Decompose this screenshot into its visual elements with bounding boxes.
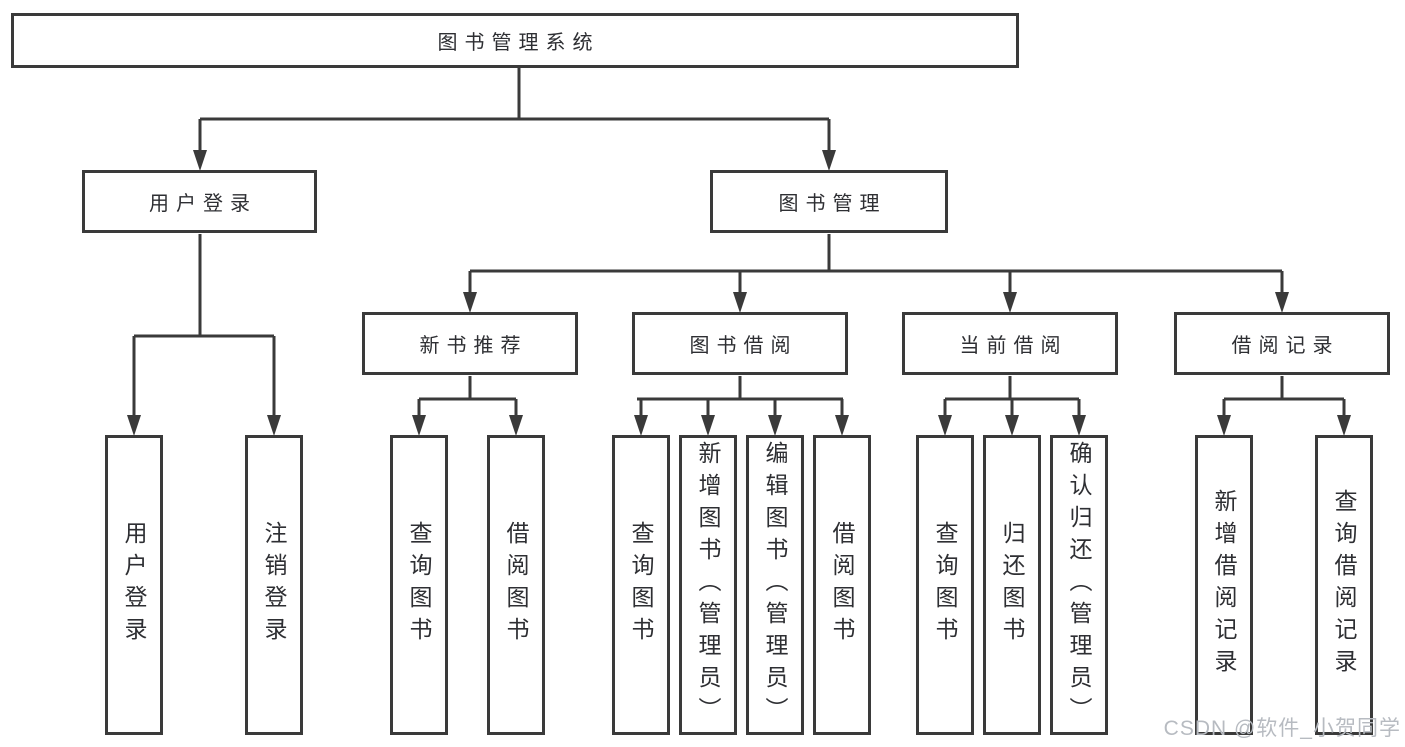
leaf-confirm-return-admin: 确认归还（管理员）: [1050, 435, 1108, 735]
leaf-add-borrow-record: 新增借阅记录: [1195, 435, 1253, 735]
node-new-book-recommendation: 新书推荐: [362, 312, 578, 375]
leaf-query-borrow-record: 查询借阅记录: [1315, 435, 1373, 735]
node-current-borrowing: 当前借阅: [902, 312, 1118, 375]
node-root-system: 图书管理系统: [11, 13, 1019, 68]
node-user-login-branch: 用户登录: [82, 170, 317, 233]
node-book-borrowing: 图书借阅: [632, 312, 848, 375]
csdn-watermark: CSDN @软件_小贺同学: [1163, 717, 1401, 740]
leaf-return-books: 归还图书: [983, 435, 1041, 735]
leaf-edit-book-admin: 编辑图书（管理员）: [746, 435, 804, 735]
leaf-borrow-books-borrowing: 借阅图书: [813, 435, 871, 735]
node-book-management-branch: 图书管理: [710, 170, 948, 233]
leaf-query-books-borrowing: 查询图书: [612, 435, 670, 735]
leaf-query-books-current: 查询图书: [916, 435, 974, 735]
node-borrowing-records: 借阅记录: [1174, 312, 1390, 375]
leaf-user-login: 用户登录: [105, 435, 163, 735]
leaf-borrow-books-recommend: 借阅图书: [487, 435, 545, 735]
arrowheads: [127, 150, 1351, 436]
leaf-logout: 注销登录: [245, 435, 303, 735]
leaf-add-book-admin: 新增图书（管理员）: [679, 435, 737, 735]
leaf-query-books-recommend: 查询图书: [390, 435, 448, 735]
